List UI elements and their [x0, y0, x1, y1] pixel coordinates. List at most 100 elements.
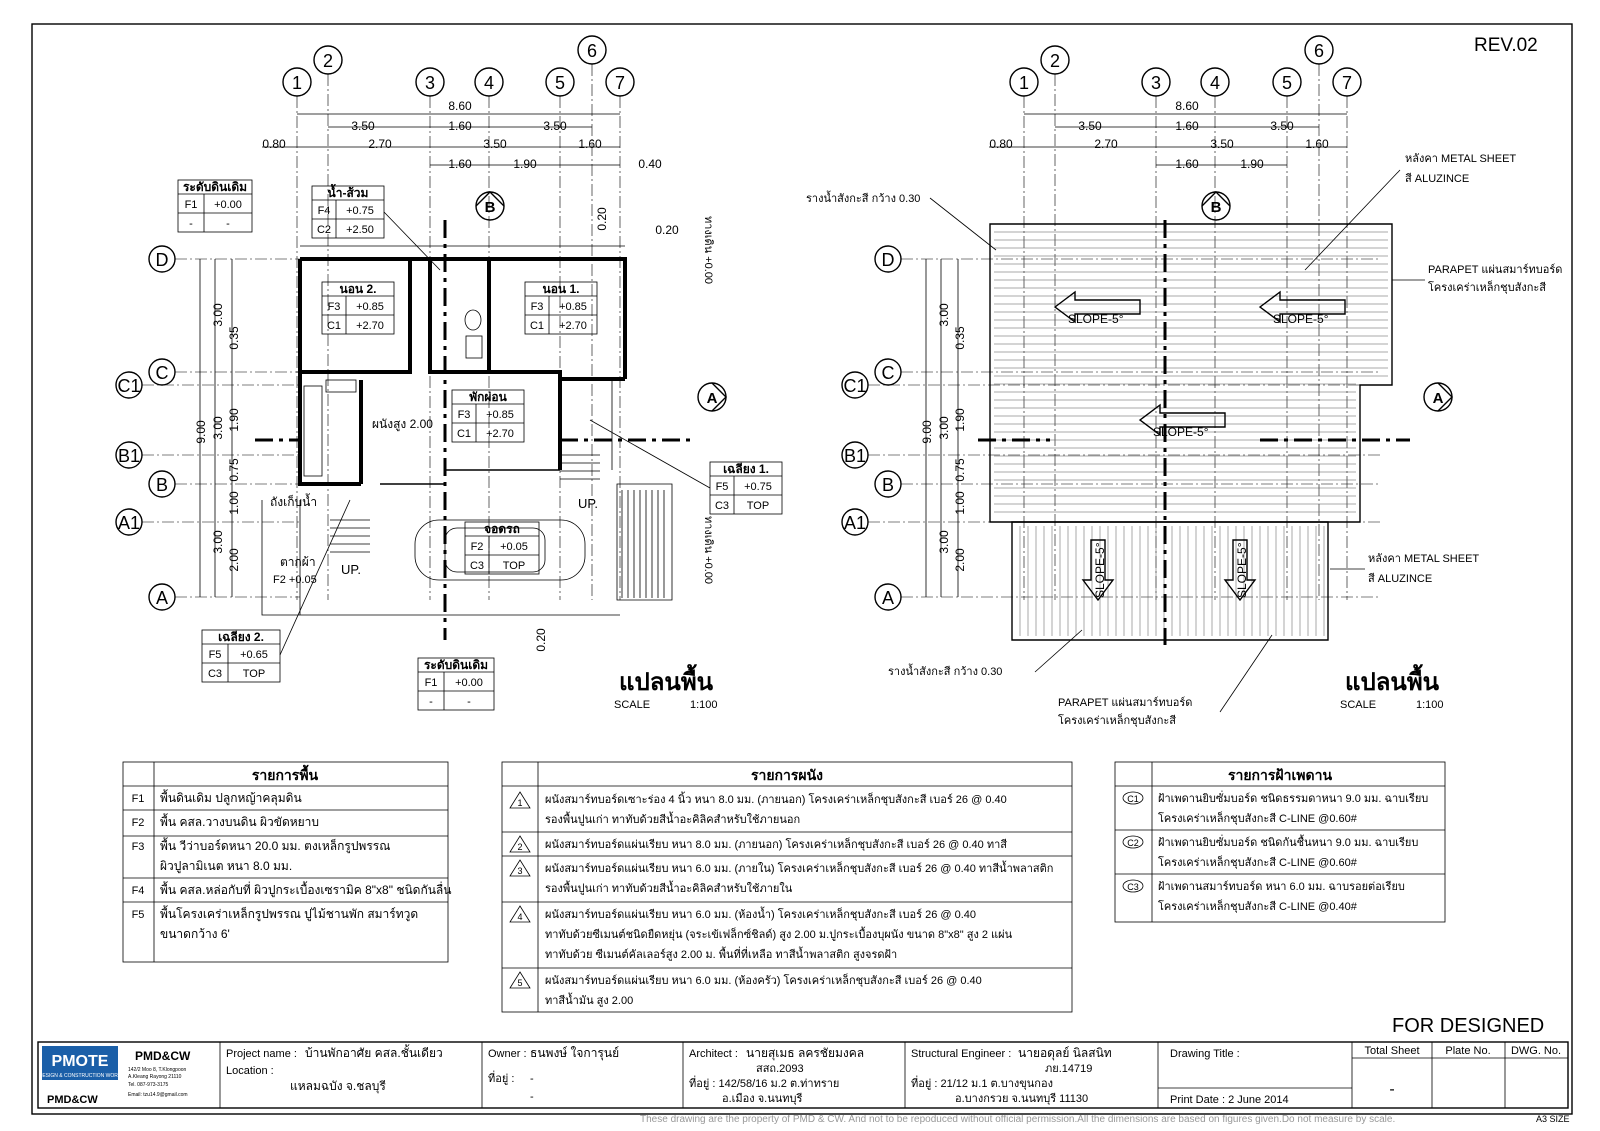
bath-ceiling-level: +2.50 [346, 224, 374, 236]
fs-line-1: พื้นดินเดิม ปลูกหญ้าคลุมดิน [160, 789, 302, 806]
rdim-r1-c: 3.50 [1270, 119, 1294, 133]
roof-section-a-label: A [1433, 390, 1444, 407]
ws-code-2: 2 [517, 842, 522, 852]
structural-value: นายอดุลย์ นิลสนิท [1018, 1046, 1112, 1061]
setback-label-1: ทางเดิน +0.00 [702, 216, 714, 284]
disclaimer: These drawing are the property of PMD & … [640, 1114, 1395, 1125]
rgrid-label-2: 2 [1050, 51, 1060, 71]
ws-line-4c: ทาทับด้วย ซีเมนต์คัลเลอร์สูง 2.00 ม. พื้… [545, 946, 897, 961]
room-tag-parking: จอดรถ F2 +0.05 C3 TOP [464, 521, 540, 575]
rgrid-label-4: 4 [1210, 73, 1220, 93]
roof-plan-title: แปลนพื้น [1345, 663, 1440, 696]
architect-value: นายสุเมธ ลครชัยมงคล [746, 1046, 864, 1061]
rdim-left-b1: 0.35 [953, 326, 967, 350]
dim-r1-b: 1.60 [448, 119, 472, 133]
row-grid-right: D C C1 B1 B A1 A [841, 245, 902, 611]
dimension-strings-top: 8.60 3.50 1.60 3.50 0.80 2.70 3.50 1.60 … [262, 99, 662, 171]
floor-schedule-title: รายการพื้น [252, 764, 319, 783]
ws-line-4a: ผนังสมาร์ทบอร์ดแผ่นเรียบ หนา 6.0 มม. (ห้… [545, 906, 976, 921]
ground-top-ceiling-level: - [226, 218, 230, 230]
architect-addr-1: ที่อยู่ : 142/58/16 ม.2 ต.ท่าทราย [689, 1075, 839, 1090]
fs-line-3b: ผิวปูลามิเนต หนา 8.0 มม. [160, 859, 292, 874]
rdim-r2-a: 0.80 [989, 137, 1013, 151]
bath-ceiling-code: C2 [317, 224, 331, 236]
owner-addr-1: - [530, 1073, 534, 1085]
ceiling-schedule: รายการฝ้าเพดาน C1 ฝ้าเพดานยิบซั่มบอร์ด ช… [1114, 761, 1446, 923]
room-tag-bed1: นอน 1. F3 +0.85 C1 +2.70 [524, 281, 598, 335]
dim-r3-b: 1.90 [513, 157, 537, 171]
living-ceiling-level: +2.70 [486, 428, 514, 440]
floor-plan: 1 2 3 4 5 6 7 8.60 3.50 1.60 3.50 0.80 2… [115, 35, 783, 711]
roof-plan: 1 2 3 4 5 6 7 8.60 3.50 1.60 3.50 0.80 2… [806, 35, 1562, 727]
roof-note-1: หลังคา METAL SHEET [1405, 153, 1516, 165]
note-wall-height: ผนังสูง 2.00 [372, 417, 433, 432]
roof-section-marker-a: A [1423, 382, 1453, 412]
roof-section-marker-b: B [1201, 191, 1231, 221]
ground-top-name: ระดับดินเดิม [183, 180, 247, 194]
ws-line-1b: รองพื้นปูนเก่า ทาทับด้วยสีน้ำอะคิลิคสำหร… [545, 811, 800, 826]
dim-r2-c: 3.50 [483, 137, 507, 151]
rdim-left-b3: 0.75 [953, 458, 967, 482]
ground-bottom-floor-code: F1 [425, 677, 438, 689]
fs-line-5a: พื้นโครงเคร่าเหล็กรูปพรรณ ปูไม้ชานพัก สม… [160, 905, 418, 922]
slope-label-4: SLOPE-5° [1093, 542, 1107, 598]
rgrid-label-3: 3 [1151, 73, 1161, 93]
dim-left-total: 9.00 [194, 420, 208, 444]
roof-plan-scale-value: 1:100 [1416, 699, 1444, 711]
rgrid-label-7: 7 [1342, 73, 1352, 93]
room-tag-terrace2: เฉลียง 2. F5 +0.65 C3 TOP [201, 499, 351, 683]
note-laundry: ตากผ้า [280, 555, 316, 569]
rdim-left-b5: 2.00 [953, 548, 967, 572]
roof-column-grid-lines [1023, 64, 1348, 600]
company-name: PMD&CW [135, 1049, 191, 1063]
column-grid-left: 1 2 3 4 5 6 7 [282, 35, 635, 97]
section-marker-a: A [697, 382, 727, 412]
fs-line-5b: ขนาดกว้าง 6' [160, 927, 230, 941]
row-grid-left: D C C1 B1 B A1 A [115, 245, 176, 611]
roof-section-b-label: B [1211, 199, 1222, 216]
roof-main [989, 223, 1393, 523]
company-addr-2: A.Kleang Rayong 21110 [128, 1074, 182, 1080]
ground-bottom-name: ระดับดินเดิม [424, 658, 488, 672]
row-label-c: C [156, 363, 169, 383]
rdim-left-b2: 1.90 [953, 408, 967, 432]
ground-bottom-ceiling-code: - [429, 696, 433, 708]
slope-arrow-4: SLOPE-5° [1081, 539, 1115, 602]
drawing-title-label: Drawing Title : [1170, 1048, 1240, 1060]
owner-value: ธนพงษ์ ใจการุนย์ [530, 1046, 619, 1061]
cs-line-3b: โครงเคร่าเหล็กชุบสังกะสี C-LINE @0.40# [1158, 899, 1358, 913]
grid-label-6: 6 [587, 41, 597, 61]
bed1-ceiling-level: +2.70 [559, 320, 587, 332]
parking-ceiling-level: TOP [503, 560, 525, 572]
ws-line-2: ผนังสมาร์ทบอร์ดแผ่นเรียบ หนา 8.0 มม. (ภา… [545, 837, 1007, 851]
fs-line-3a: พื้น วีว่าบอร์ดหนา 20.0 มม. ตงเหล็กรูปพร… [160, 837, 390, 854]
total-sheet-label: Total Sheet [1364, 1045, 1419, 1057]
column-grid-right: 1 2 3 4 5 6 7 [1009, 35, 1362, 97]
terrace1-ceiling-level: TOP [747, 500, 769, 512]
rrow-label-a: A [882, 588, 894, 608]
living-name: พักผ่อน [469, 390, 507, 404]
fs-code-1: F1 [132, 793, 145, 805]
bed2-floor-code: F3 [328, 301, 341, 313]
bath-floor-level: +0.75 [346, 205, 374, 217]
ws-line-5a: ผนังสมาร์ทบอร์ดแผ่นเรียบ หนา 6.0 มม. (ห้… [545, 973, 982, 987]
cs-line-1a: ฝ้าเพดานยิบซั่มบอร์ด ชนิดธรรมดาหนา 9.0 ม… [1158, 790, 1428, 805]
terrace1-name: เฉลียง 1. [723, 462, 769, 476]
bed1-name: นอน 1. [543, 282, 580, 296]
row-label-a: A [156, 588, 168, 608]
rdim-r3-b: 1.90 [1240, 157, 1264, 171]
rrow-label-b1: B1 [844, 446, 866, 466]
revision-label: REV.02 [1474, 35, 1538, 56]
rdim-r2-b: 2.70 [1094, 137, 1118, 151]
dimension-strings-left: 9.00 3.00 3.00 3.00 0.35 1.90 0.75 1.00 … [194, 259, 241, 597]
ws-code-5: 5 [517, 978, 522, 988]
rdim-left-a2: 3.00 [937, 416, 951, 440]
note-tank: ถังเก็บน้ำ [270, 493, 317, 509]
grid-label-1: 1 [292, 73, 302, 93]
rdim-left-total: 9.00 [920, 420, 934, 444]
cs-line-2a: ฝ้าเพดานยิบซั่มบอร์ด ชนิดกันชื้นหนา 9.0 … [1158, 834, 1418, 849]
slope-arrow-3: SLOPE-5° [1138, 403, 1226, 439]
parapet-note-1b: โครงเคร่าเหล็กชุบสังกะสี [1428, 280, 1546, 294]
row-label-c1: C1 [117, 376, 140, 396]
slope-label-2: SLOPE-5° [1273, 312, 1329, 326]
